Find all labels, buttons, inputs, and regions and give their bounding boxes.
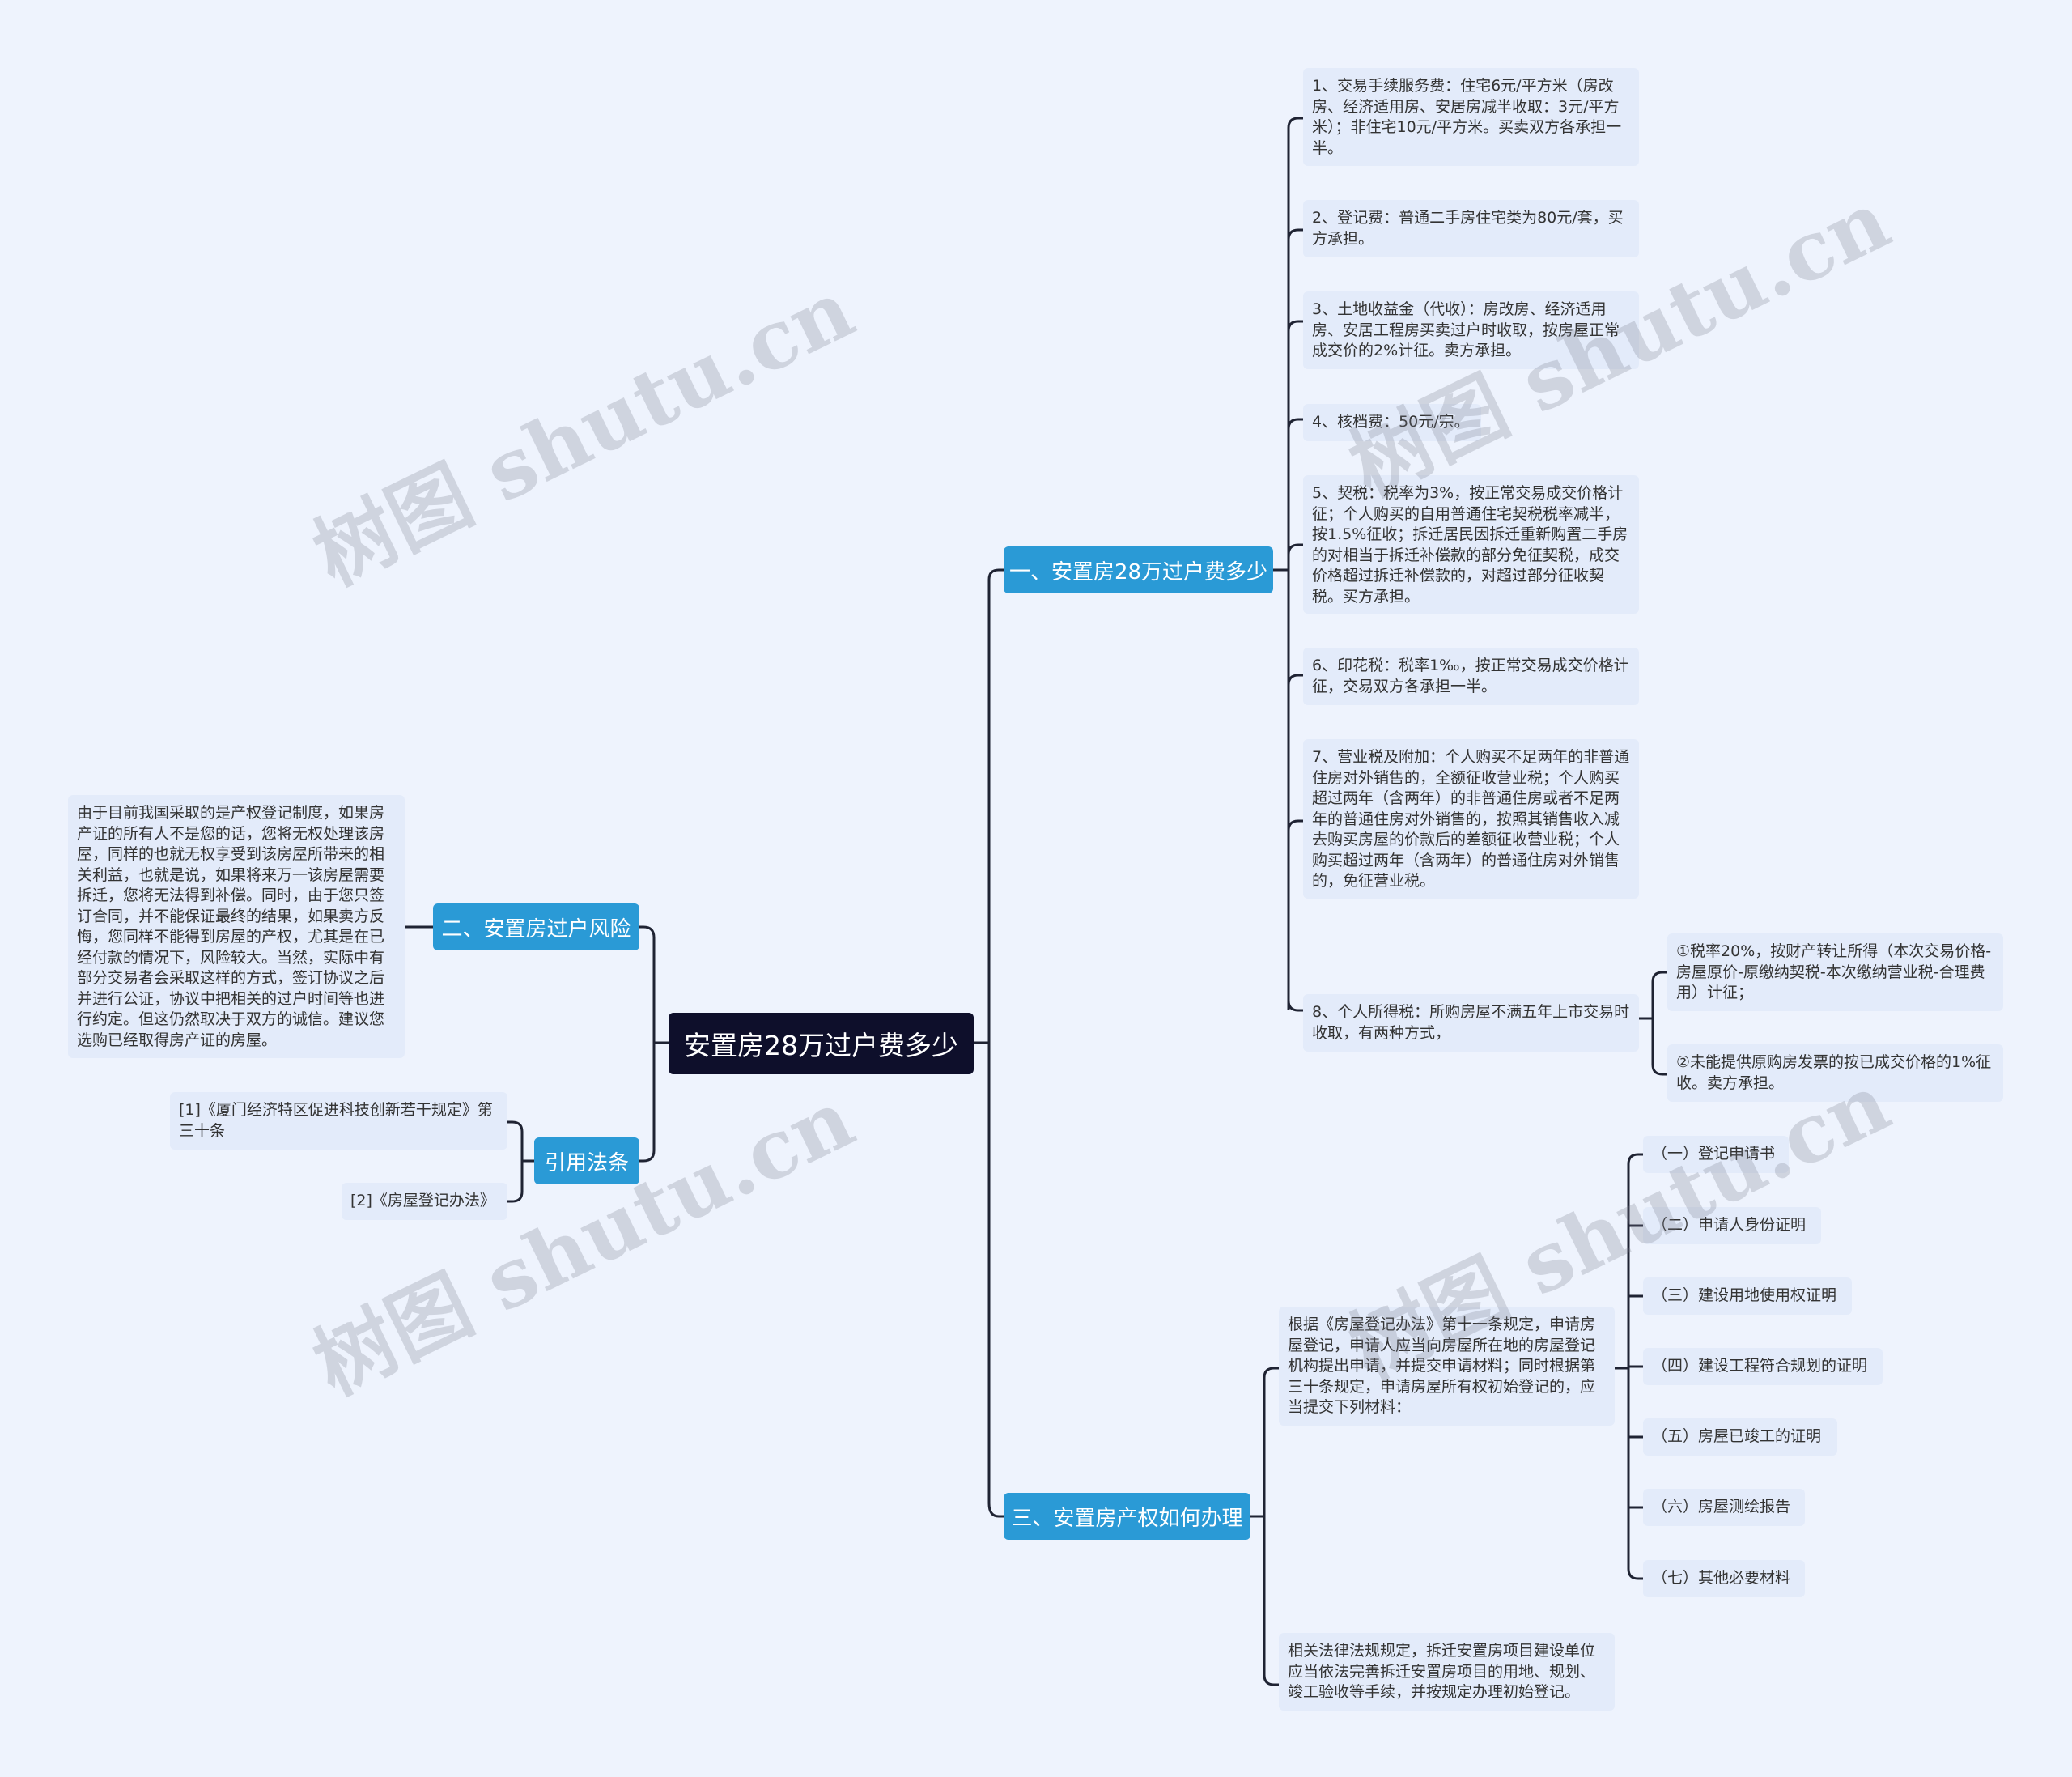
connector-fee-5 — [1287, 543, 1303, 555]
fee-item-land-revenue[interactable]: 3、土地收益金（代收）：房改房、经济适用房、安居工程房买卖过户时收取，按房屋正常… — [1303, 291, 1639, 369]
material-item-3[interactable]: （三）建设用地使用权证明 — [1643, 1277, 1852, 1315]
branch-law[interactable]: 引用法条 — [534, 1137, 639, 1184]
connector-to-risk — [639, 925, 656, 938]
connector-law-1 — [507, 1120, 524, 1133]
connector-tax-2 — [1651, 1064, 1667, 1076]
material-item-6[interactable]: （六）房屋测绘报告 — [1643, 1489, 1805, 1526]
branch-property[interactable]: 三、安置房产权如何办理 — [1004, 1493, 1250, 1540]
income-tax-option-2[interactable]: ②未能提供原购房发票的按已成交价格的1%征收。卖方承担。 — [1667, 1044, 2003, 1102]
fee-item-income-tax[interactable]: 8、个人所得税：所购房屋不满五年上市交易时收取，有两种方式， — [1303, 994, 1639, 1052]
property-related-regulation[interactable]: 相关法律法规规定，拆迁安置房项目建设单位应当依法完善拆迁安置房项目的用地、规划、… — [1279, 1633, 1615, 1711]
material-item-2[interactable]: （二）申请人身份证明 — [1643, 1207, 1821, 1244]
connector-material-7 — [1627, 1568, 1643, 1580]
property-registration-basis[interactable]: 根据《房屋登记办法》第十一条规定，申请房屋登记，申请人应当向房屋所在地的房屋登记… — [1279, 1307, 1615, 1426]
material-item-1[interactable]: （一）登记申请书 — [1643, 1136, 1789, 1173]
branch-fees[interactable]: 一、安置房28万过户费多少 — [1004, 546, 1273, 593]
material-item-5[interactable]: （五）房屋已竣工的证明 — [1643, 1418, 1837, 1456]
risk-description[interactable]: 由于目前我国采取的是产权登记制度，如果房产证的所有人不是您的话，您将无权处理该房… — [68, 795, 405, 1058]
law-item-1[interactable]: [1]《厦门经济特区促进科技创新若干规定》第三十条 — [170, 1092, 507, 1150]
connector-material-1 — [1627, 1153, 1643, 1165]
material-item-7[interactable]: （七）其他必要材料 — [1643, 1560, 1805, 1597]
connector-to-property — [987, 1503, 1004, 1518]
fee-item-transaction-service[interactable]: 1、交易手续服务费：住宅6元/平方米（房改房、经济适用房、安居房减半收取：3元/… — [1303, 68, 1639, 166]
connector-property-related — [1263, 1674, 1279, 1686]
connector-fee-7 — [1287, 819, 1303, 831]
income-tax-option-1[interactable]: ①税率20%，按财产转让所得（本次交易价格-房屋原价-原缴纳契税-本次缴纳营业税… — [1667, 933, 2003, 1011]
fee-item-deed-tax[interactable]: 5、契税：税率为3%，按正常交易成交价格计征；个人购买的自用普通住宅契税税率减半… — [1303, 475, 1639, 614]
branch-risk[interactable]: 二、安置房过户风险 — [433, 903, 639, 950]
connector-to-law — [639, 1150, 656, 1163]
connector-fee-3 — [1287, 320, 1303, 332]
connector-property-basis — [1263, 1367, 1279, 1379]
connector-fee-1 — [1287, 117, 1303, 129]
fee-item-archive-check[interactable]: 4、核档费：50元/宗。 — [1303, 404, 1481, 441]
fee-item-stamp-duty[interactable]: 6、印花税：税率1‰，按正常交易成交价格计征，交易双方各承担一半。 — [1303, 648, 1639, 705]
connector-fee-6 — [1287, 674, 1303, 686]
connector-tax-1 — [1651, 971, 1667, 983]
connector-law-2 — [507, 1191, 524, 1203]
root-topic[interactable]: 安置房28万过户费多少 — [669, 1013, 974, 1074]
law-item-2[interactable]: [2]《房屋登记办法》 — [342, 1183, 507, 1220]
connector-fee-4 — [1287, 418, 1303, 430]
connector-fee-2 — [1287, 228, 1303, 240]
fee-item-registration[interactable]: 2、登记费：普通二手房住宅类为80元/套，买方承担。 — [1303, 200, 1639, 257]
connector-fee-8 — [1287, 1000, 1303, 1012]
fee-item-business-tax[interactable]: 7、营业税及附加：个人购买不足两年的非普通住房对外销售的，全额征收营业税；个人购… — [1303, 739, 1639, 899]
connector-to-fees — [987, 568, 1004, 580]
material-item-4[interactable]: （四）建设工程符合规划的证明 — [1643, 1348, 1883, 1385]
